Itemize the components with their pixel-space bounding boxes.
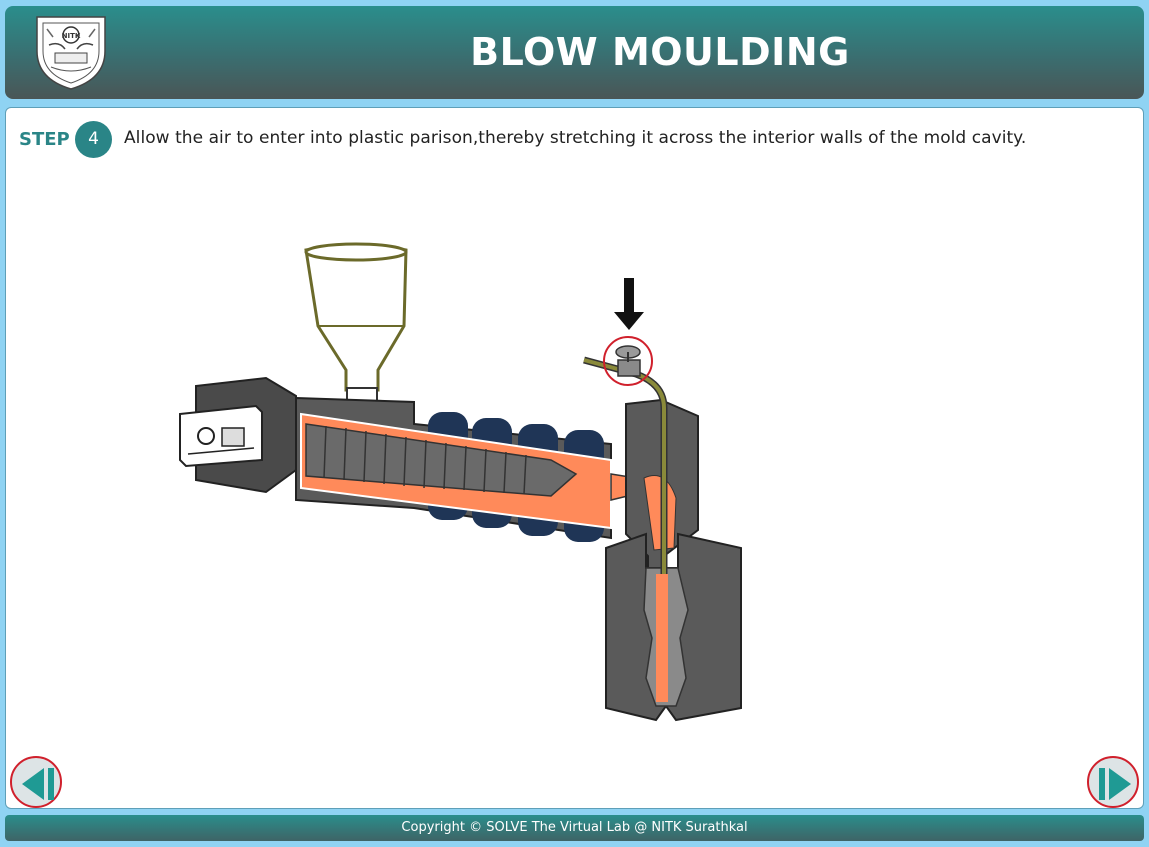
nitk-emblem-icon: NITK bbox=[31, 11, 111, 91]
valve-highlight bbox=[603, 336, 653, 386]
down-arrow-icon bbox=[614, 278, 644, 330]
skip-forward-icon bbox=[1099, 768, 1131, 800]
step-label: STEP bbox=[19, 129, 70, 150]
control-box bbox=[179, 376, 297, 494]
next-step-button[interactable] bbox=[1087, 756, 1139, 808]
svg-text:NITK: NITK bbox=[62, 32, 81, 40]
step-number-badge: 4 bbox=[75, 121, 112, 158]
blow-moulding-diagram bbox=[166, 238, 766, 758]
air-pipe bbox=[583, 345, 668, 574]
mould bbox=[605, 532, 742, 722]
page-title: BLOW MOULDING bbox=[470, 30, 850, 74]
skip-back-icon bbox=[22, 768, 54, 800]
content-panel: STEP 4 Allow the air to enter into plast… bbox=[5, 107, 1144, 809]
footer-copyright: Copyright © SOLVE The Virtual Lab @ NITK… bbox=[5, 815, 1144, 841]
step-instruction: Allow the air to enter into plastic pari… bbox=[124, 128, 1027, 148]
previous-step-button[interactable] bbox=[10, 756, 62, 808]
extruder-barrel bbox=[295, 396, 637, 542]
header-bar: NITK BLOW MOULDING bbox=[5, 6, 1144, 99]
